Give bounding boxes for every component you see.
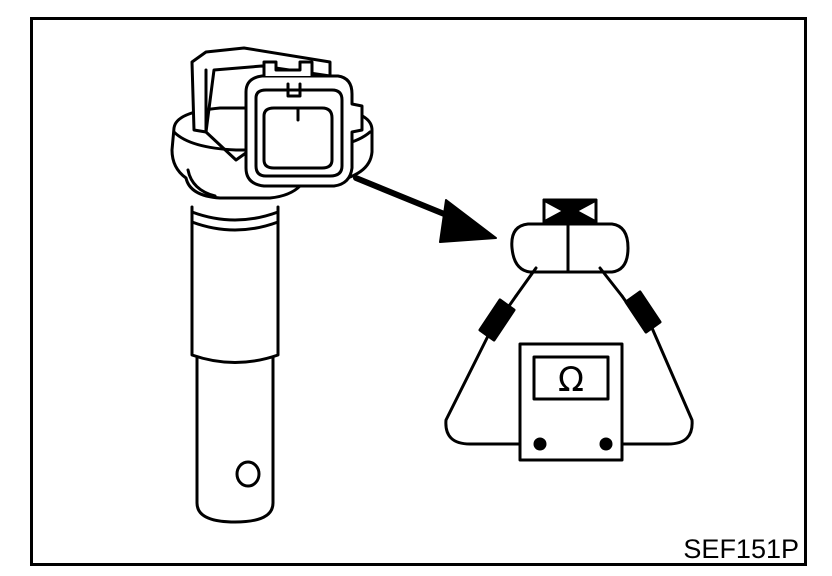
sensor-connector-icon (190, 46, 364, 188)
ohm-symbol: Ω (558, 360, 584, 400)
ohmmeter-icon (444, 198, 694, 462)
arrow-icon (353, 175, 497, 243)
figure-frame (30, 17, 807, 566)
figure-reference-code: SEF151P (683, 534, 799, 564)
